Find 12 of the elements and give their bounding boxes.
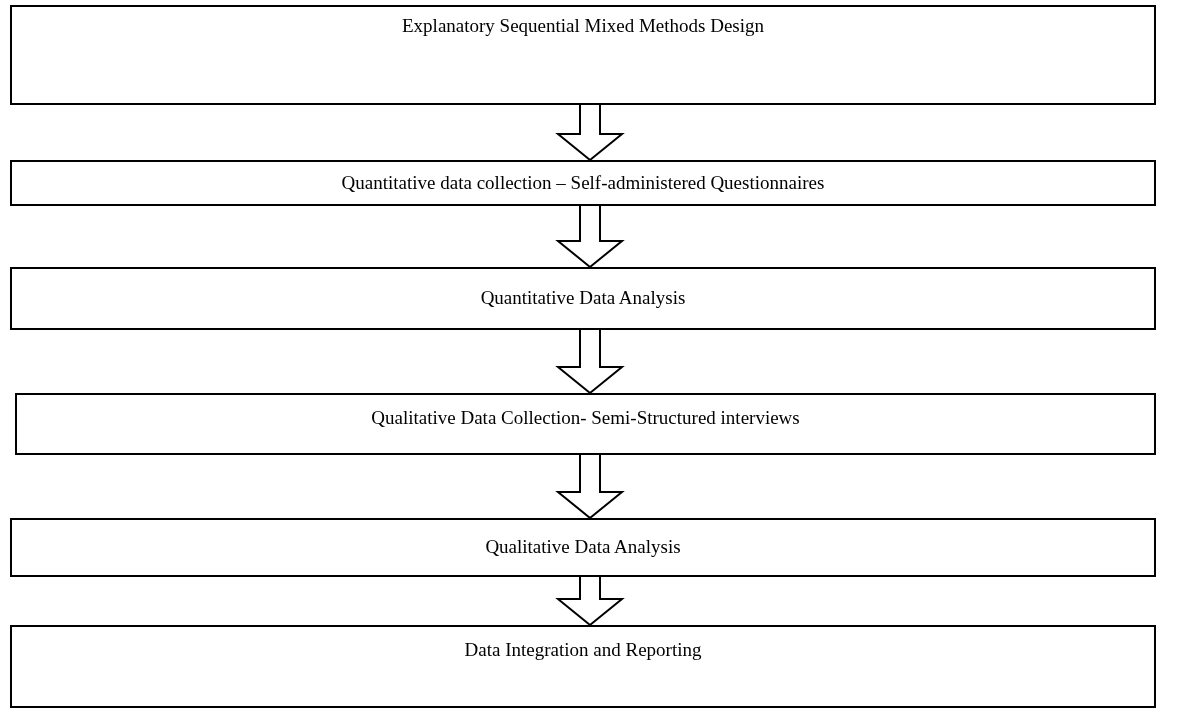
process-box — [15, 393, 1156, 455]
process-box — [10, 518, 1156, 577]
process-box — [10, 5, 1156, 105]
box-label: Qualitative Data Analysis — [485, 536, 681, 558]
box-label: Data Integration and Reporting — [464, 639, 702, 661]
box-label: Quantitative data collection – Self-administered Questionnaires — [341, 172, 825, 194]
process-box — [10, 625, 1156, 708]
process-box — [10, 160, 1156, 206]
box-label: Explanatory Sequential Mixed Methods Design — [402, 15, 764, 37]
box-label: Quantitative Data Analysis — [480, 287, 686, 309]
box-label: Qualitative Data Collection- Semi-Structured interviews — [371, 407, 800, 429]
process-box — [10, 267, 1156, 330]
